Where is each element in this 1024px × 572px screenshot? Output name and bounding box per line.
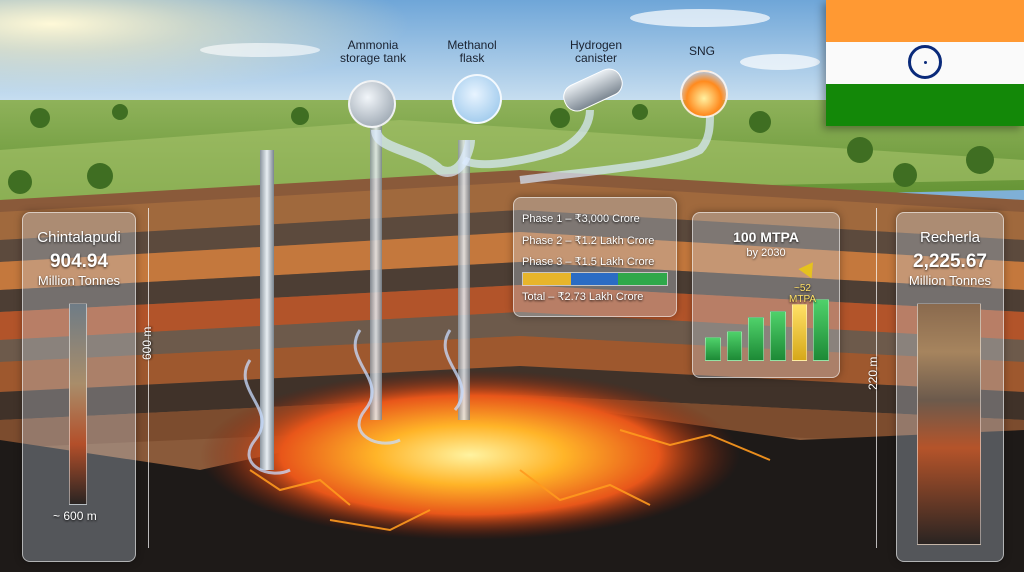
panel-reserve-value: 2,225.67: [913, 251, 987, 272]
growth-bar: [813, 299, 830, 361]
target-title: 100 MTPA: [733, 229, 799, 245]
growth-bar: [791, 304, 808, 361]
growth-chart: [705, 273, 830, 361]
growth-bar: [705, 337, 721, 361]
phase-2-label: Phase 2 – ₹1.2 Lakh Crore: [522, 235, 655, 247]
investment-panel: Phase 1 – ₹3,000 Crore Phase 2 – ₹1.2 La…: [513, 197, 677, 317]
flag-white-stripe: [826, 42, 1024, 84]
recherla-panel: Recherla 2,225.67 Million Tonnes: [896, 212, 1004, 562]
left-depth-scale: [148, 208, 149, 548]
product-label-ammonia: Ammonia storage tank: [339, 38, 407, 65]
flask-icon: [452, 74, 502, 124]
total-label: Total – ₹2.73 Lakh Crore: [522, 291, 644, 303]
target-bar-label: ~52 MTPA: [789, 283, 817, 305]
panel-reserve-unit: Million Tonnes: [908, 273, 992, 288]
panel-reserve-value: 904.94: [49, 251, 109, 272]
ashoka-chakra-icon: [908, 45, 942, 79]
india-flag: [826, 0, 1024, 126]
target-subtitle: by 2030: [746, 247, 786, 259]
phase-1-label: Phase 1 – ₹3,000 Crore: [522, 213, 640, 225]
panel-site-name: Chintalapudi: [37, 229, 121, 246]
right-depth-scale: [876, 208, 877, 548]
flag-saffron-stripe: [826, 0, 1024, 42]
flag-green-stripe: [826, 84, 1024, 126]
growth-bar: [748, 316, 765, 361]
growth-bar: [726, 330, 743, 361]
phase-3-label: Phase 3 – ₹1.5 Lakh Crore: [522, 256, 655, 268]
chintalapudi-panel: Chintalapudi 904.94 Million Tonnes ~ 600…: [22, 212, 136, 562]
investment-bar-segment-1: [523, 273, 571, 285]
growth-bar: [770, 310, 786, 361]
target-panel: 100 MTPA by 2030 ~52 MTPA: [692, 212, 840, 378]
flame-icon: [680, 70, 728, 118]
tank-icon: [348, 80, 396, 128]
product-label-methanol: Methanol flask: [447, 38, 497, 65]
product-label-sng: SNG: [688, 44, 715, 58]
well-diagram: [69, 303, 87, 505]
left-depth-label: 600 m: [140, 326, 154, 360]
panel-depth-label: ~ 600 m: [53, 509, 97, 523]
panel-site-name: Recherla: [919, 229, 981, 246]
panel-reserve-unit: Million Tonnes: [37, 273, 121, 288]
investment-bar: [522, 272, 668, 286]
investment-bar-segment-2: [570, 273, 619, 285]
product-label-hydrogen: Hydrogen canister: [569, 38, 623, 65]
investment-bar-segment-3: [618, 273, 667, 285]
right-depth-label: 220 m: [866, 356, 880, 390]
strata-diagram: [917, 303, 981, 545]
